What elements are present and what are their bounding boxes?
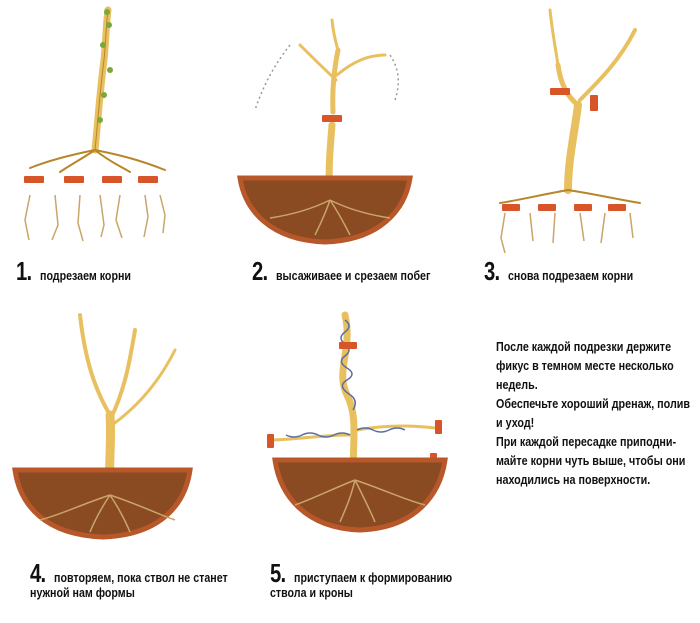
note-line: Обеспечьте хороший дренаж, полив: [496, 397, 691, 411]
step-4-caption: 4. повторяем, пока ствол не станет: [30, 560, 266, 587]
tree-illustration: [12, 313, 193, 540]
step-number: 5.: [270, 558, 286, 588]
step-5-caption-line-2: ствола и кроны: [270, 584, 371, 602]
step-number: 2.: [252, 256, 268, 286]
step-4-caption-line-2: нужной нам формы: [30, 584, 158, 602]
step-text: нужной нам формы: [30, 585, 135, 600]
note-line: После каждой подрезки держите: [496, 340, 672, 354]
step-number: 3.: [484, 256, 500, 286]
note-line: майте корни чуть выше, чтобы они: [496, 454, 686, 468]
step-5-illustration: [235, 300, 455, 550]
step-text: ствола и кроны: [270, 585, 353, 600]
step-2-caption: 2. высаживаее и срезаем побег: [252, 258, 464, 285]
tree-illustration: [499, 8, 641, 254]
step-text: подрезаем корни: [40, 268, 132, 283]
step-1-caption: 1. подрезаем корни: [16, 258, 151, 285]
step-2-illustration: [230, 0, 420, 250]
care-note: После каждой подрезки держите фикус в те…: [496, 338, 696, 490]
note-line: находились на поверхности.: [496, 473, 651, 487]
step-3-illustration: [480, 0, 660, 260]
step-text: приступаем к формированию: [294, 570, 453, 585]
note-line: и уход!: [496, 416, 535, 430]
step-number: 1.: [16, 256, 32, 286]
tree-illustration: [267, 311, 448, 533]
step-text: высаживаее и срезаем побег: [276, 268, 431, 283]
step-1-illustration: [0, 0, 180, 250]
step-4-illustration: [0, 310, 200, 550]
tree-illustration: [237, 18, 413, 245]
tree-illustration: [24, 6, 166, 242]
step-text: снова подрезаем корни: [508, 268, 634, 283]
note-line: фикус в темном месте несколько: [496, 359, 674, 373]
note-line: недель.: [496, 378, 538, 392]
step-number: 4.: [30, 558, 46, 588]
note-line: При каждой пересадке приподни-: [496, 435, 677, 449]
cut-mark: [24, 176, 158, 183]
cut-mark: [322, 115, 342, 122]
step-3-caption: 3. снова подрезаем корни: [484, 258, 661, 285]
pot-illustration: [12, 467, 193, 540]
step-text: повторяем, пока ствол не станет: [54, 570, 228, 585]
pot-illustration: [237, 175, 413, 245]
pot-illustration: [272, 457, 448, 533]
cut-mark: [502, 88, 626, 211]
step-5-caption: 5. приступаем к формированию: [270, 560, 487, 587]
